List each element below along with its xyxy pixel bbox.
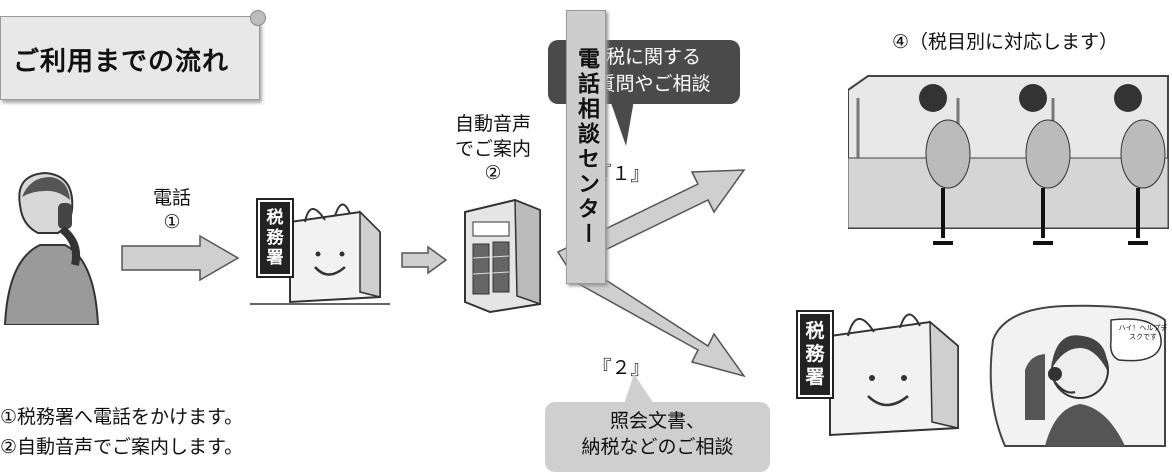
tax-office-sign-2: 税務署 — [796, 310, 834, 399]
title-banner: ご利用までの流れ — [0, 10, 266, 100]
route-1-label: 『１』 — [592, 163, 650, 185]
auto-voice-line1: 自動音声 — [454, 113, 531, 135]
route-2-label: 『２』 — [592, 357, 650, 379]
phone-consultation-center-bar: 電話相談センター — [566, 10, 606, 284]
call-center-operators-illustration — [848, 75, 1169, 245]
step1-number: ① — [163, 211, 181, 233]
page-title: ご利用までの流れ — [13, 47, 230, 77]
step4-label: ④（税目別に対応します） — [891, 31, 1119, 53]
auto-voice-system-icon — [464, 198, 541, 314]
arrow-to-auto-voice — [401, 245, 448, 275]
center-label: 電話相談センター — [574, 47, 599, 247]
bubble-top-line2: ご質問やご相談 — [577, 73, 711, 95]
steps-notes: ①税務署へ電話をかけます。 ②自動音声でご案内します。 — [0, 402, 360, 462]
bubble-top-line1: 国税に関する — [586, 46, 701, 68]
operator-with-headset-icon — [989, 304, 1166, 447]
caller-person-icon — [3, 171, 100, 325]
scroll-curl-decoration — [250, 10, 266, 26]
tax-office-sign: 税務署 — [256, 198, 294, 278]
tax-office-building-icon — [250, 203, 390, 305]
bottom-bubble-tail — [624, 374, 654, 404]
note-1: ①税務署へ電話をかけます。 — [0, 406, 244, 428]
tax-office-building-2-icon — [829, 313, 959, 437]
call-label: 電話 — [152, 187, 191, 209]
bubble-bottom-line2: 納税などのご相談 — [581, 436, 734, 458]
auto-voice-line2: でご案内 — [454, 138, 531, 160]
top-bubble-tail — [610, 100, 634, 146]
bubble-bottom-line1: 照会文書、 — [609, 410, 705, 432]
step2-number: ② — [484, 162, 502, 184]
headset-speech-text: ハイ！ヘルプデスクです — [1118, 324, 1168, 341]
bottom-speech-bubble: 照会文書、 納税などのご相談 — [545, 402, 770, 472]
note-2: ②自動音声でご案内します。 — [0, 436, 244, 458]
arrow-to-tax-office — [121, 234, 240, 282]
